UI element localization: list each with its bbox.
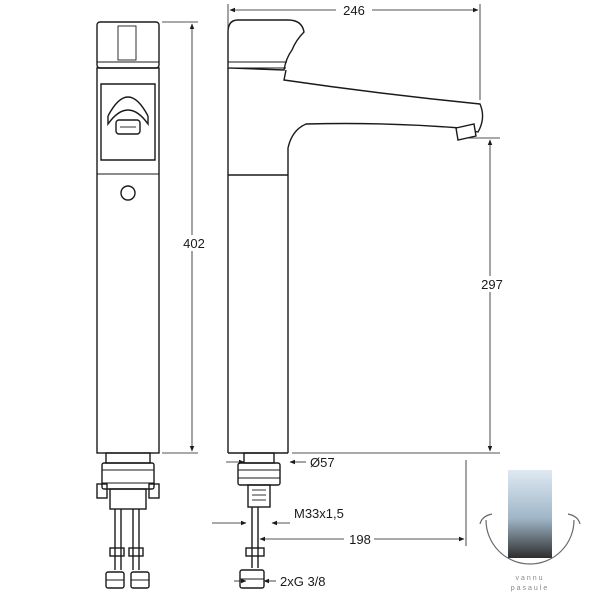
front-lever-cap (96, 21, 160, 69)
side-view (227, 19, 484, 589)
label-thread: M33x1,5 (294, 506, 344, 521)
logo-gradient-bar (508, 470, 552, 558)
front-window (100, 83, 156, 161)
side-stud (247, 484, 271, 508)
front-nut-right-ear (148, 483, 160, 499)
label-connections: 2xG 3/8 (280, 574, 326, 589)
brand-logo: vannu pasaule (479, 470, 581, 592)
label-spout-reach: 198 (349, 532, 371, 547)
dim-height-total: 402 (162, 21, 210, 454)
front-nut-left-ear (96, 483, 108, 499)
side-lever (227, 19, 305, 71)
dim-body-diameter: Ø57 (226, 455, 335, 470)
front-hose-collar-left (109, 547, 125, 557)
label-width-total: 246 (343, 3, 365, 18)
logo-text-line2: pasaule (511, 585, 550, 592)
front-hose-collar-right (128, 547, 144, 557)
dim-width-total: 246 (227, 2, 481, 100)
front-sensor-dot (120, 185, 136, 201)
dim-spout-reach: 198 (257, 460, 467, 547)
side-hose-collar (245, 547, 265, 557)
front-window-arc (107, 96, 149, 117)
logo-text-line1: vannu (515, 575, 544, 582)
label-body-diameter: Ø57 (310, 455, 335, 470)
side-base-ring (243, 452, 275, 464)
label-spout-height: 297 (481, 277, 503, 292)
side-aerator (455, 123, 477, 141)
dim-connections: 2xG 3/8 (234, 574, 326, 589)
dim-spout-height: 297 (292, 137, 508, 454)
label-height-total: 402 (183, 236, 205, 251)
side-spout (283, 69, 484, 175)
front-view (96, 21, 160, 589)
logo-arc (485, 519, 575, 565)
side-nut (237, 462, 281, 486)
front-lever-slot (117, 25, 137, 61)
front-nut (101, 462, 155, 490)
front-stud-block (109, 488, 147, 510)
dim-thread: M33x1,5 (212, 506, 344, 526)
front-base-ring (105, 452, 151, 464)
